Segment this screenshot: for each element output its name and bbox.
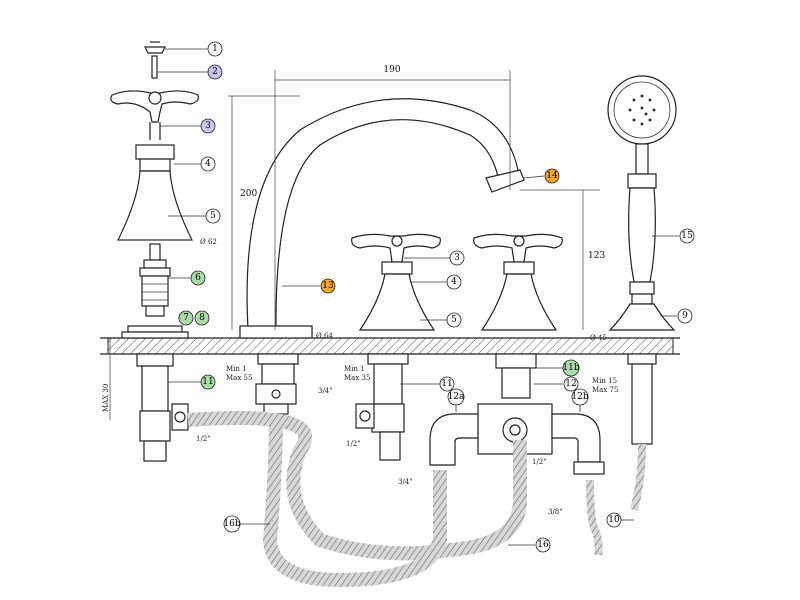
dim-max-30: MAX 30 [102,384,110,412]
svg-text:16: 16 [537,540,549,550]
dim-height-200: 200 [240,189,257,199]
callout-1: 1 [207,41,223,57]
thread-diverter-12: 1/2" [532,458,547,466]
hoses [187,411,646,588]
thread-mid-12: 1/2" [346,440,361,448]
dim-dia-45: Ø 45 [590,334,607,342]
svg-text:14: 14 [546,171,558,181]
callout-14: 14 [544,168,560,184]
dim-width-190: 190 [383,65,400,75]
callout-16b: 16b [223,515,241,533]
svg-text:6: 6 [195,273,201,283]
callout-12: 12 [563,376,579,392]
note-max55-spout: Max 55 [226,374,252,382]
svg-text:7: 7 [183,313,189,323]
callout-5: 5 [205,208,221,224]
callout-12b: 12b [571,388,589,406]
shower-holes [628,94,656,126]
note-min1-spout: Min 1 [226,365,247,373]
note-min15-shower: Min 15 [592,377,617,385]
svg-text:12a: 12a [448,392,465,402]
thread-left-12: 1/2" [196,435,211,443]
dim-dia-62: Ø 62 [200,238,217,246]
callout-4: 4 [200,156,216,172]
callout-10: 10 [606,512,622,528]
callout-9: 9 [677,308,693,324]
svg-text:4: 4 [451,277,457,287]
callouts: 1 2 3 4 5 6 7 8 11 13 14 3 4 5 11 11b 12… [178,41,695,553]
callout-3-mid: 3 [449,250,465,266]
spout [239,98,525,415]
svg-text:3: 3 [454,253,460,263]
thread-12b-38: 3/8" [548,508,563,516]
note-max35-valve: Max 35 [344,374,370,382]
callout-4-mid: 4 [446,274,462,290]
note-max75-shower: Max 75 [592,386,618,394]
svg-text:9: 9 [682,311,688,321]
svg-text:2: 2 [212,67,218,77]
callout-11-mid: 11 [439,376,455,392]
callout-8: 8 [194,310,210,326]
valve-hot [351,233,441,461]
svg-text:3: 3 [205,121,211,131]
thread-spout-34: 3/4" [318,387,333,395]
svg-text:15: 15 [681,231,693,241]
dim-dia-64: Ø 64 [316,332,333,340]
callout-15: 15 [679,228,695,244]
hand-shower [607,75,677,445]
svg-text:10: 10 [608,515,620,525]
callout-13: 13 [320,278,336,294]
valve-cold [473,233,563,399]
dim-height-123: 123 [588,251,605,261]
svg-text:11b: 11b [562,363,579,373]
callout-5-mid: 5 [446,312,462,328]
callout-12a: 12a [448,388,465,406]
svg-text:16b: 16b [223,519,240,529]
callout-11-left: 11 [200,374,216,390]
note-min1-valve: Min 1 [344,365,365,373]
svg-text:12: 12 [565,379,576,389]
svg-text:5: 5 [451,315,457,325]
svg-text:1: 1 [212,44,218,54]
thread-12a-34: 3/4" [398,478,413,486]
callout-11b: 11b [562,359,580,377]
svg-text:11: 11 [202,377,213,387]
svg-text:4: 4 [205,159,211,169]
callout-3: 3 [200,118,216,134]
callout-2: 2 [207,64,223,80]
svg-text:8: 8 [199,313,205,323]
callout-6: 6 [190,270,206,286]
svg-text:5: 5 [210,211,216,221]
svg-text:11: 11 [441,379,452,389]
svg-text:13: 13 [322,281,334,291]
exploded-valve-assembly [110,41,199,462]
svg-text:12b: 12b [571,392,588,402]
dimension-lines [109,70,600,420]
callout-7: 7 [178,310,194,326]
callout-16: 16 [535,537,551,553]
